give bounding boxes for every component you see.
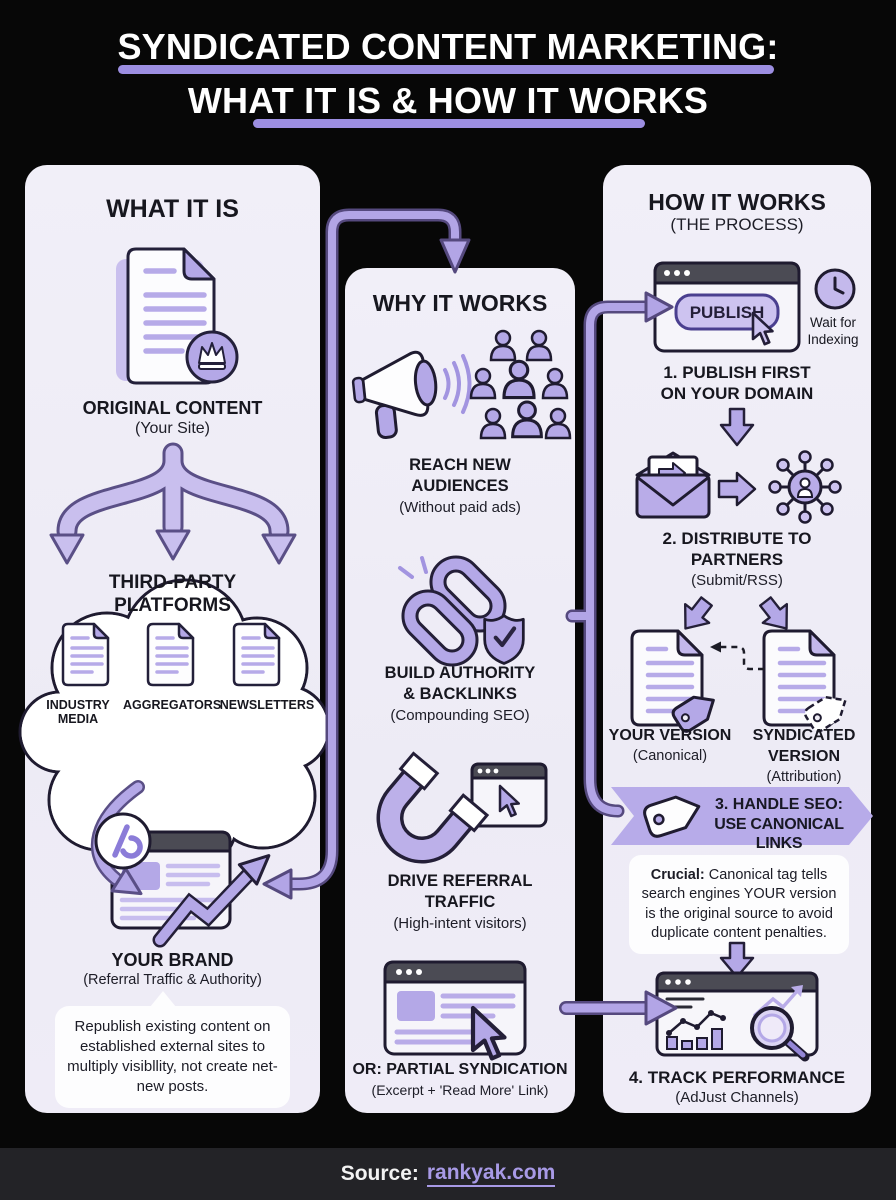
canonical-note: Crucial: Canonical tag tells search engi… bbox=[629, 855, 849, 955]
step1-label-line2: ON YOUR DOMAIN bbox=[660, 384, 814, 403]
main-title-line1: SYNDICATED CONTENT MARKETING: bbox=[117, 26, 779, 67]
title-underline-1 bbox=[118, 65, 774, 74]
small-right-arrow-icon bbox=[717, 471, 757, 507]
why-item2-sub: (Compounding SEO) bbox=[390, 707, 530, 724]
footer-bar: Source: rankyak.com bbox=[0, 1148, 896, 1200]
handle-seo-banner bbox=[611, 787, 873, 845]
magnet-icon bbox=[376, 751, 490, 864]
network-icon bbox=[768, 450, 842, 524]
down-arrow-icon bbox=[719, 407, 755, 447]
why-it-works-heading: WHY IT WORKS bbox=[372, 290, 548, 316]
megaphone-audience-icon bbox=[351, 329, 572, 440]
clock-icon bbox=[814, 268, 856, 310]
envelope-icon bbox=[635, 451, 711, 519]
canonical-tag-icon bbox=[671, 695, 715, 733]
step1-label-line1: 1. PUBLISH FIRST bbox=[663, 363, 811, 382]
original-content-sublabel: (Your Site) bbox=[135, 420, 210, 437]
why-item4-title1: OR: PARTIAL SYNDICATION bbox=[352, 1061, 568, 1078]
syndicated-version-label2: VERSION bbox=[767, 748, 840, 765]
main-title-line2: WHAT IT IS & HOW IT WORKS bbox=[187, 80, 709, 121]
seo-tag-icon bbox=[643, 795, 701, 838]
step2-sublabel: (Submit/RSS) bbox=[691, 572, 783, 589]
source-label: Source: bbox=[340, 1162, 419, 1185]
why-item1-title1: REACH NEW bbox=[409, 456, 511, 474]
down-arrow-icon bbox=[719, 941, 755, 979]
growth-arrow-icon bbox=[152, 854, 271, 948]
platform-label-newsletters: NEWSLETTERS bbox=[219, 698, 315, 712]
why-item3-title1: DRIVE REFERRAL bbox=[387, 872, 533, 890]
crown-badge-icon bbox=[185, 330, 239, 384]
platform-label-industry-media: INDUSTRY MEDIA bbox=[46, 698, 110, 727]
your-brand-label: YOUR BRAND bbox=[111, 950, 234, 970]
backlinks-chain-icon bbox=[398, 555, 525, 667]
how-it-works-subheading: (THE PROCESS) bbox=[670, 215, 804, 234]
cloud-title-line1: THIRD-PARTY bbox=[108, 572, 237, 593]
aggregators-doc-icon bbox=[146, 622, 195, 687]
syndicated-version-sublabel: (Attribution) bbox=[766, 769, 842, 785]
canonical-link-dashed-arrow bbox=[710, 641, 764, 671]
publish-browser-icon: PUBLISH bbox=[653, 261, 801, 353]
why-item1-title2: AUDIENCES bbox=[411, 477, 509, 495]
brand-logo-icon bbox=[94, 812, 152, 870]
magnet-traffic-icon bbox=[376, 751, 548, 864]
shield-check-icon bbox=[483, 614, 525, 665]
title-underline-2 bbox=[253, 119, 645, 128]
panel-how-it-works: HOW IT WORKS (THE PROCESS) PUBLISH Wait … bbox=[603, 165, 873, 1113]
your-version-label: YOUR VERSION bbox=[608, 727, 732, 744]
wait-indexing-line2: Indexing bbox=[807, 332, 859, 347]
attribution-tag-icon bbox=[803, 695, 847, 733]
your-brand-sublabel: (Referral Traffic & Authority) bbox=[83, 972, 262, 988]
split-arrows-icon bbox=[684, 596, 788, 630]
your-version-doc-icon bbox=[630, 629, 715, 733]
analytics-dashboard-icon bbox=[655, 971, 819, 1062]
panel-what-it-is: WHAT IT IS ORIGINAL CONTENT (Your Site) bbox=[18, 165, 331, 1113]
partial-syndication-icon bbox=[383, 960, 527, 1061]
funnel-arrows-icon bbox=[49, 442, 297, 565]
original-document-icon bbox=[116, 247, 239, 385]
why-item4-sub: (Excerpt + 'Read More' Link) bbox=[371, 1082, 549, 1098]
trend-arrow-icon bbox=[753, 985, 803, 1017]
industry-media-doc-icon bbox=[61, 622, 110, 687]
canonical-note-bold: Crucial: bbox=[650, 867, 705, 883]
why-item2-title1: BUILD AUTHORITY bbox=[384, 664, 536, 682]
megaphone-icon bbox=[351, 350, 438, 440]
step4-sublabel: (AdJust Channels) bbox=[675, 1089, 799, 1106]
wait-indexing-line1: Wait for bbox=[809, 315, 856, 330]
distribute-icons bbox=[635, 450, 842, 524]
original-content-label: ORIGINAL CONTENT bbox=[82, 398, 263, 418]
audience-icon bbox=[469, 329, 572, 440]
why-item2-title2: & BACKLINKS bbox=[403, 685, 517, 703]
sound-waves-icon bbox=[443, 354, 472, 414]
canonical-note-rest: Canonical tag tells search engines YOUR … bbox=[641, 867, 837, 941]
step2-label-line2: PARTNERS bbox=[690, 550, 784, 569]
what-it-is-note: Republish existing content on establishe… bbox=[55, 1006, 290, 1108]
why-item3-title2: TRAFFIC bbox=[424, 893, 496, 911]
magnifier-icon bbox=[750, 1006, 810, 1062]
why-item1-sub: (Without paid ads) bbox=[399, 499, 521, 516]
step2-label-line1: 2. DISTRIBUTE TO bbox=[662, 529, 812, 548]
step4-label: 4. TRACK PERFORMANCE bbox=[628, 1068, 846, 1087]
note-notch bbox=[150, 991, 176, 1007]
your-version-sublabel: (Canonical) bbox=[632, 748, 708, 764]
what-it-is-heading: WHAT IT IS bbox=[106, 195, 239, 223]
syndicated-version-label1: SYNDICATED bbox=[752, 727, 856, 744]
cloud-title-line2: PLATFORMS bbox=[114, 595, 231, 616]
source-link[interactable]: rankyak.com bbox=[426, 1161, 556, 1187]
publish-button-label: PUBLISH bbox=[690, 303, 765, 322]
panel-why-it-works: WHY IT WORKS REACH N bbox=[345, 268, 575, 1113]
how-it-works-heading: HOW IT WORKS bbox=[648, 189, 826, 215]
syndicated-version-doc-icon bbox=[762, 629, 847, 733]
step3-label-line1: 3. HANDLE SEO: bbox=[714, 796, 843, 813]
newsletters-doc-icon bbox=[232, 622, 281, 687]
why-item3-sub: (High-intent visitors) bbox=[393, 915, 527, 932]
platform-label-aggregators: AGGREGATORS bbox=[123, 698, 222, 712]
step3-label-line2: USE CANONICAL LINKS bbox=[714, 816, 844, 853]
mini-browser-icon bbox=[470, 762, 548, 828]
